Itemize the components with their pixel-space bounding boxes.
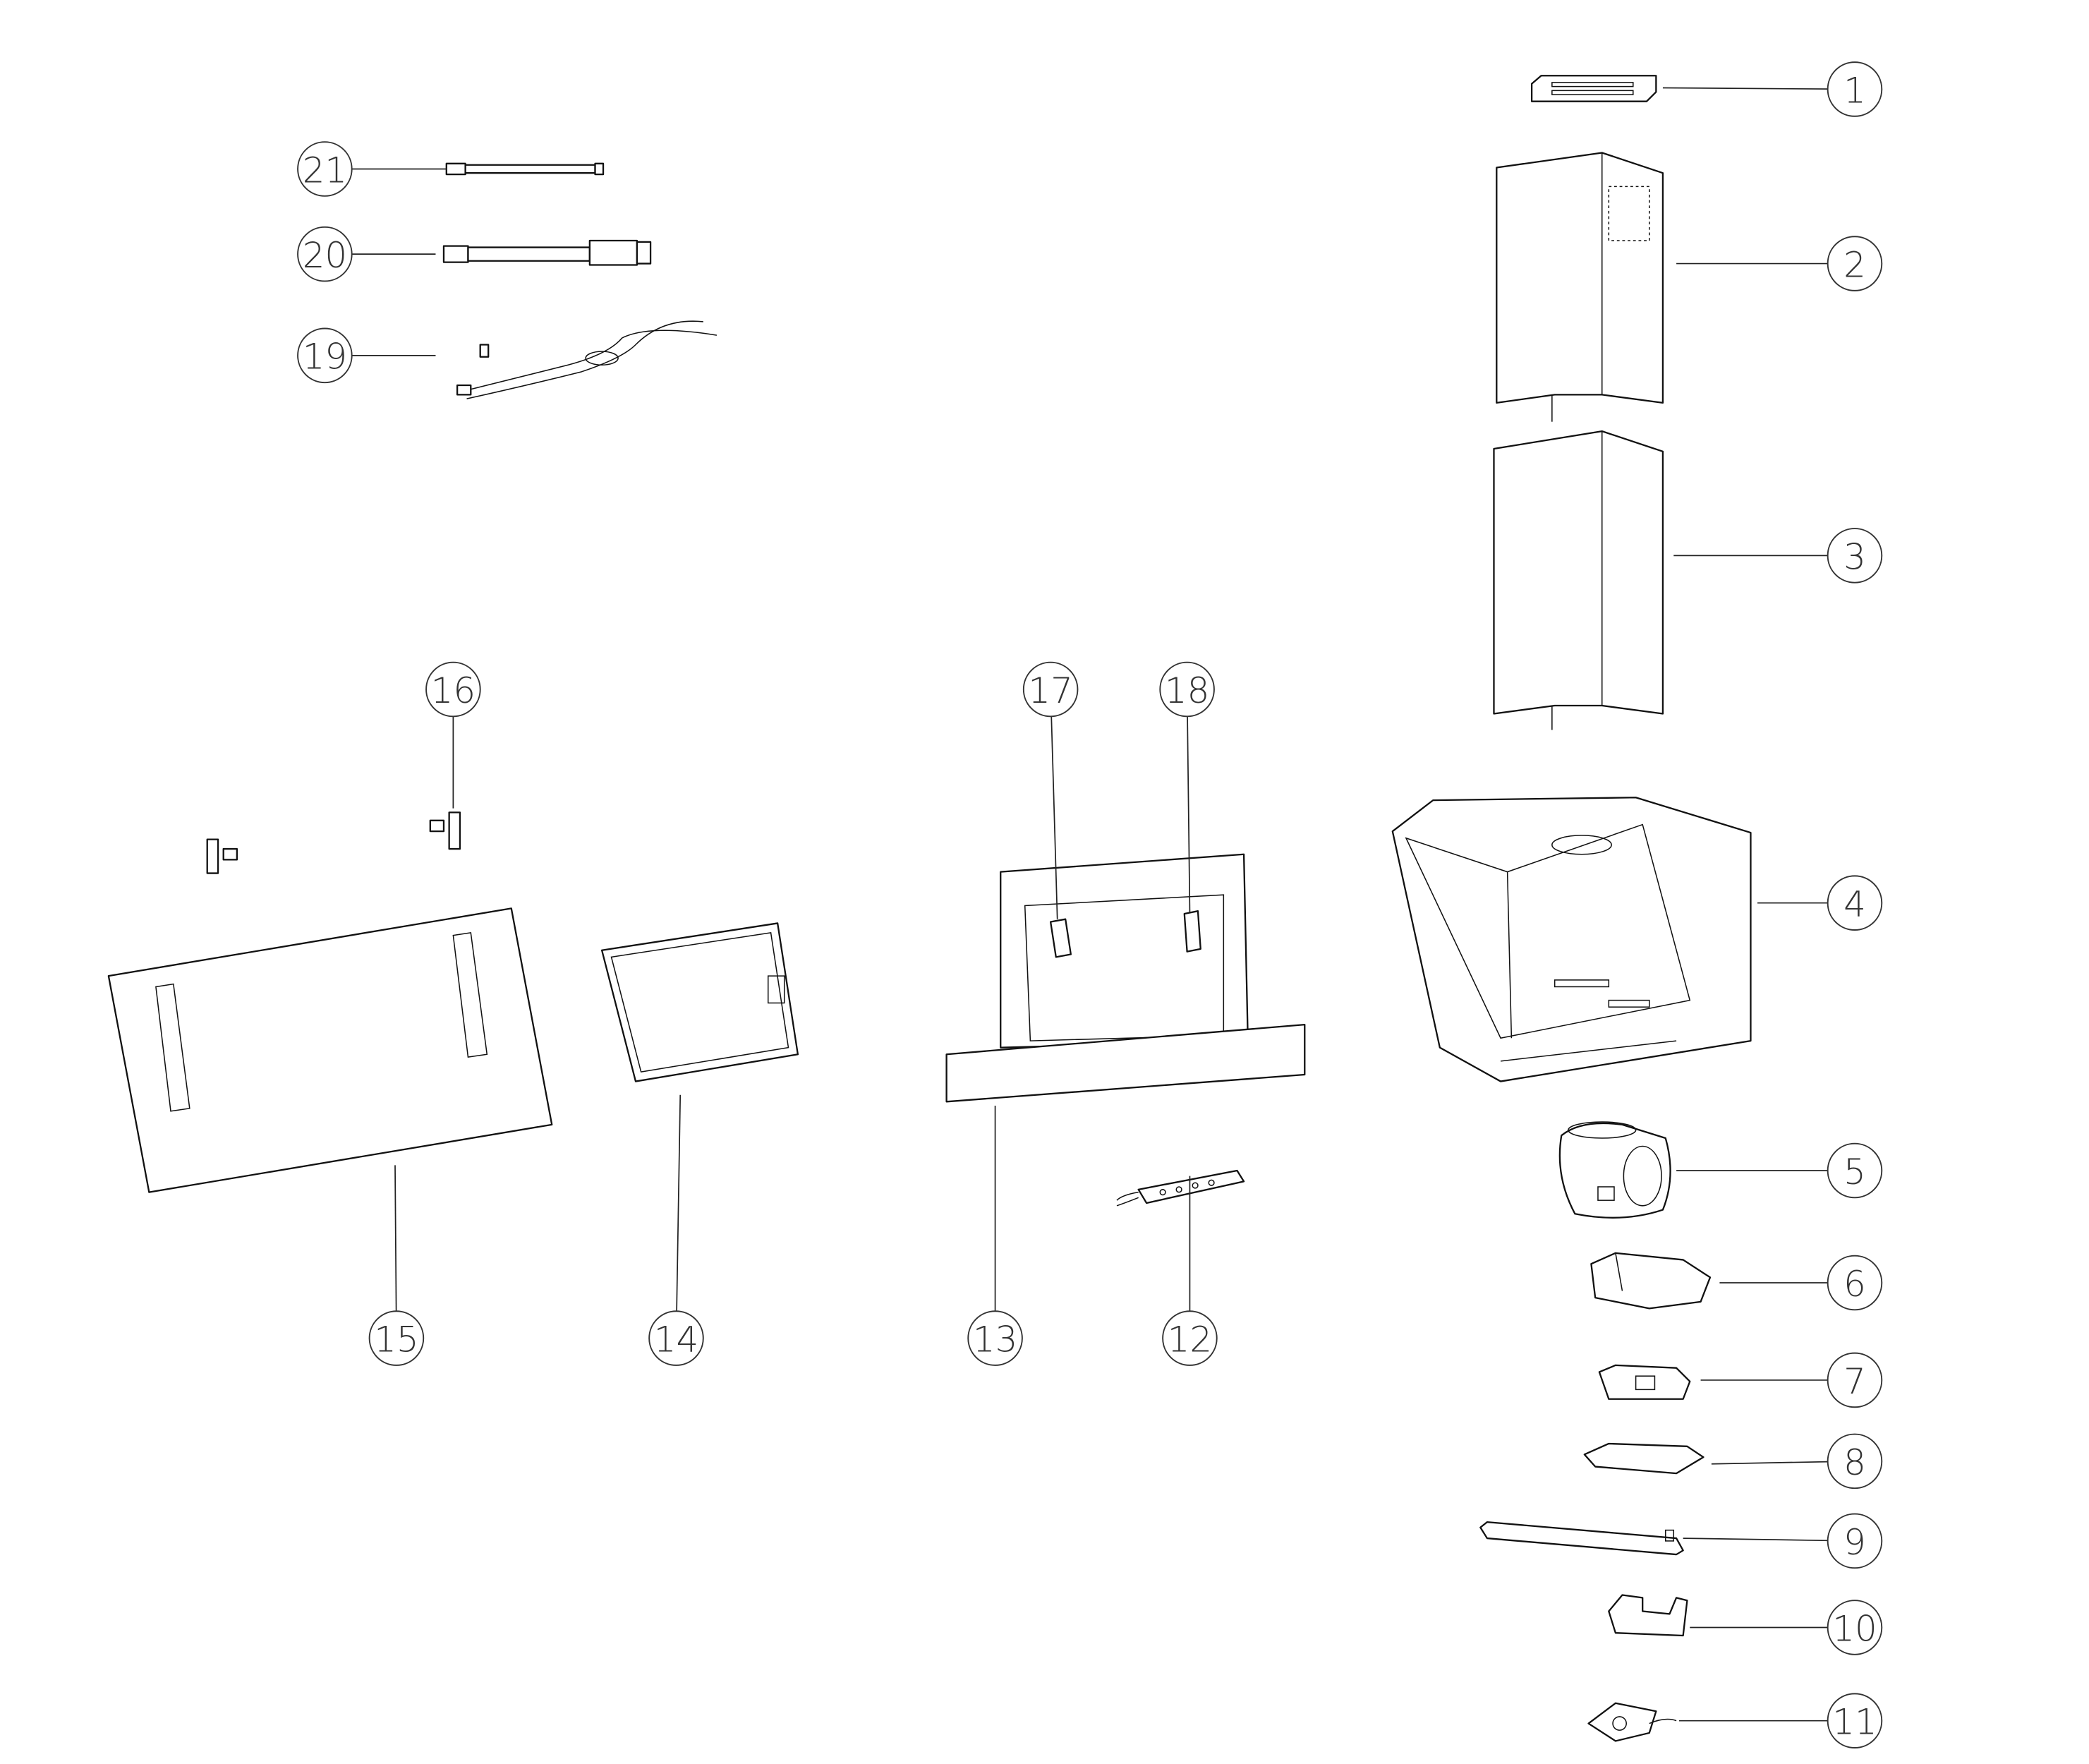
- callout-1: 1: [1662, 61, 1883, 117]
- callout-number: 2: [1843, 244, 1866, 285]
- part-10-mounting-bracket: [1608, 1594, 1688, 1637]
- callout-number: 11: [1832, 1702, 1877, 1743]
- callout-11: 11: [1678, 1693, 1883, 1748]
- callout-2: 2: [1676, 236, 1883, 291]
- callout-circle: [1827, 528, 1883, 584]
- part-13-front-panel: [945, 853, 1306, 1103]
- part-19-wiring-harness: [456, 320, 717, 399]
- callout-circle: [648, 1310, 704, 1366]
- part-4-hood-body: [1391, 797, 1752, 1082]
- callout-number: 13: [973, 1319, 1017, 1360]
- callout-number: 17: [1028, 670, 1072, 711]
- callout-circle: [297, 327, 353, 384]
- callout-circle: [1827, 875, 1883, 931]
- callout-number: 20: [303, 235, 347, 276]
- callout-number: 5: [1843, 1152, 1866, 1192]
- callout-number: 6: [1843, 1264, 1866, 1305]
- callout-3: 3: [1673, 528, 1883, 584]
- part-15-glass-panel: [107, 907, 553, 1193]
- callout-number: 1: [1843, 70, 1866, 111]
- callout-number: 10: [1832, 1608, 1877, 1649]
- callout-number: 4: [1843, 884, 1866, 925]
- callout-number: 7: [1843, 1361, 1866, 1402]
- callout-circle: [368, 1310, 425, 1366]
- callout-circle: [1827, 1255, 1883, 1311]
- callout-8: 8: [1711, 1433, 1883, 1490]
- callout-9: 9: [1683, 1513, 1883, 1569]
- callout-4: 4: [1757, 875, 1883, 931]
- part-8-cover-plate: [1583, 1442, 1704, 1475]
- leader-line: [676, 1094, 682, 1312]
- part-1-chimney-bracket: [1530, 75, 1657, 102]
- callout-number: 19: [303, 337, 347, 377]
- callout-circle: [1827, 1433, 1883, 1490]
- leader-line: [394, 1165, 397, 1312]
- callout-18: 18: [1159, 661, 1215, 913]
- callout-number: 16: [431, 670, 476, 711]
- callout-20: 20: [297, 226, 436, 282]
- leader-line: [1187, 716, 1191, 913]
- callout-16: 16: [425, 661, 481, 809]
- callout-15: 15: [368, 1165, 425, 1366]
- callout-circle: [1827, 236, 1883, 291]
- callout-circle: [1827, 1142, 1883, 1199]
- callout-10: 10: [1690, 1600, 1883, 1655]
- part-5-motor-blower: [1558, 1121, 1671, 1219]
- part-7-light-housing: [1598, 1364, 1691, 1400]
- leader-line: [1711, 1461, 1828, 1465]
- callout-5: 5: [1676, 1142, 1883, 1199]
- callout-6: 6: [1719, 1255, 1883, 1311]
- callout-number: 14: [654, 1319, 698, 1360]
- callout-circle: [297, 141, 353, 197]
- leader-line: [1683, 1538, 1828, 1542]
- callout-number: 18: [1165, 670, 1209, 711]
- callout-number: 8: [1843, 1442, 1866, 1483]
- callout-circle: [297, 226, 353, 282]
- callout-13: 13: [967, 1106, 1023, 1366]
- part-17-bracket: [1049, 918, 1072, 958]
- callout-12: 12: [1162, 1176, 1218, 1366]
- callout-circle: [1827, 1693, 1883, 1748]
- callout-number: 15: [374, 1319, 418, 1360]
- callout-circle: [1159, 661, 1215, 718]
- callout-number: 3: [1843, 536, 1866, 577]
- callout-circle: [1827, 1600, 1883, 1655]
- part-20-duct-hose: [442, 239, 652, 266]
- part-2-upper-chimney: [1496, 152, 1664, 422]
- callout-7: 7: [1700, 1352, 1883, 1408]
- callout-circle: [425, 661, 481, 718]
- callout-17: 17: [1022, 661, 1079, 919]
- part-21-cable-rod: [445, 162, 605, 176]
- callout-circle: [967, 1310, 1023, 1366]
- callout-21: 21: [297, 141, 447, 197]
- callout-circle: [1162, 1310, 1218, 1366]
- callout-circle: [1827, 1513, 1883, 1569]
- part-16-hinge-brackets: [206, 811, 461, 874]
- part-9-rail: [1479, 1521, 1684, 1556]
- part-14-grease-filter: [600, 922, 799, 1082]
- leader-line: [1662, 87, 1828, 90]
- part-11-switch-box: [1587, 1702, 1677, 1742]
- callout-circle: [1827, 61, 1883, 117]
- callout-19: 19: [297, 327, 436, 384]
- callout-number: 21: [303, 150, 347, 191]
- leader-line: [1050, 716, 1058, 919]
- part-12-control-panel: [1116, 1169, 1245, 1207]
- callout-circle: [1022, 661, 1079, 718]
- callout-number: 12: [1168, 1319, 1212, 1360]
- part-3-lower-chimney: [1493, 430, 1664, 730]
- callout-circle: [1827, 1352, 1883, 1408]
- part-6-air-guide: [1590, 1252, 1712, 1310]
- callout-number: 9: [1843, 1522, 1866, 1563]
- part-18-bracket: [1183, 910, 1201, 953]
- callout-14: 14: [648, 1094, 704, 1366]
